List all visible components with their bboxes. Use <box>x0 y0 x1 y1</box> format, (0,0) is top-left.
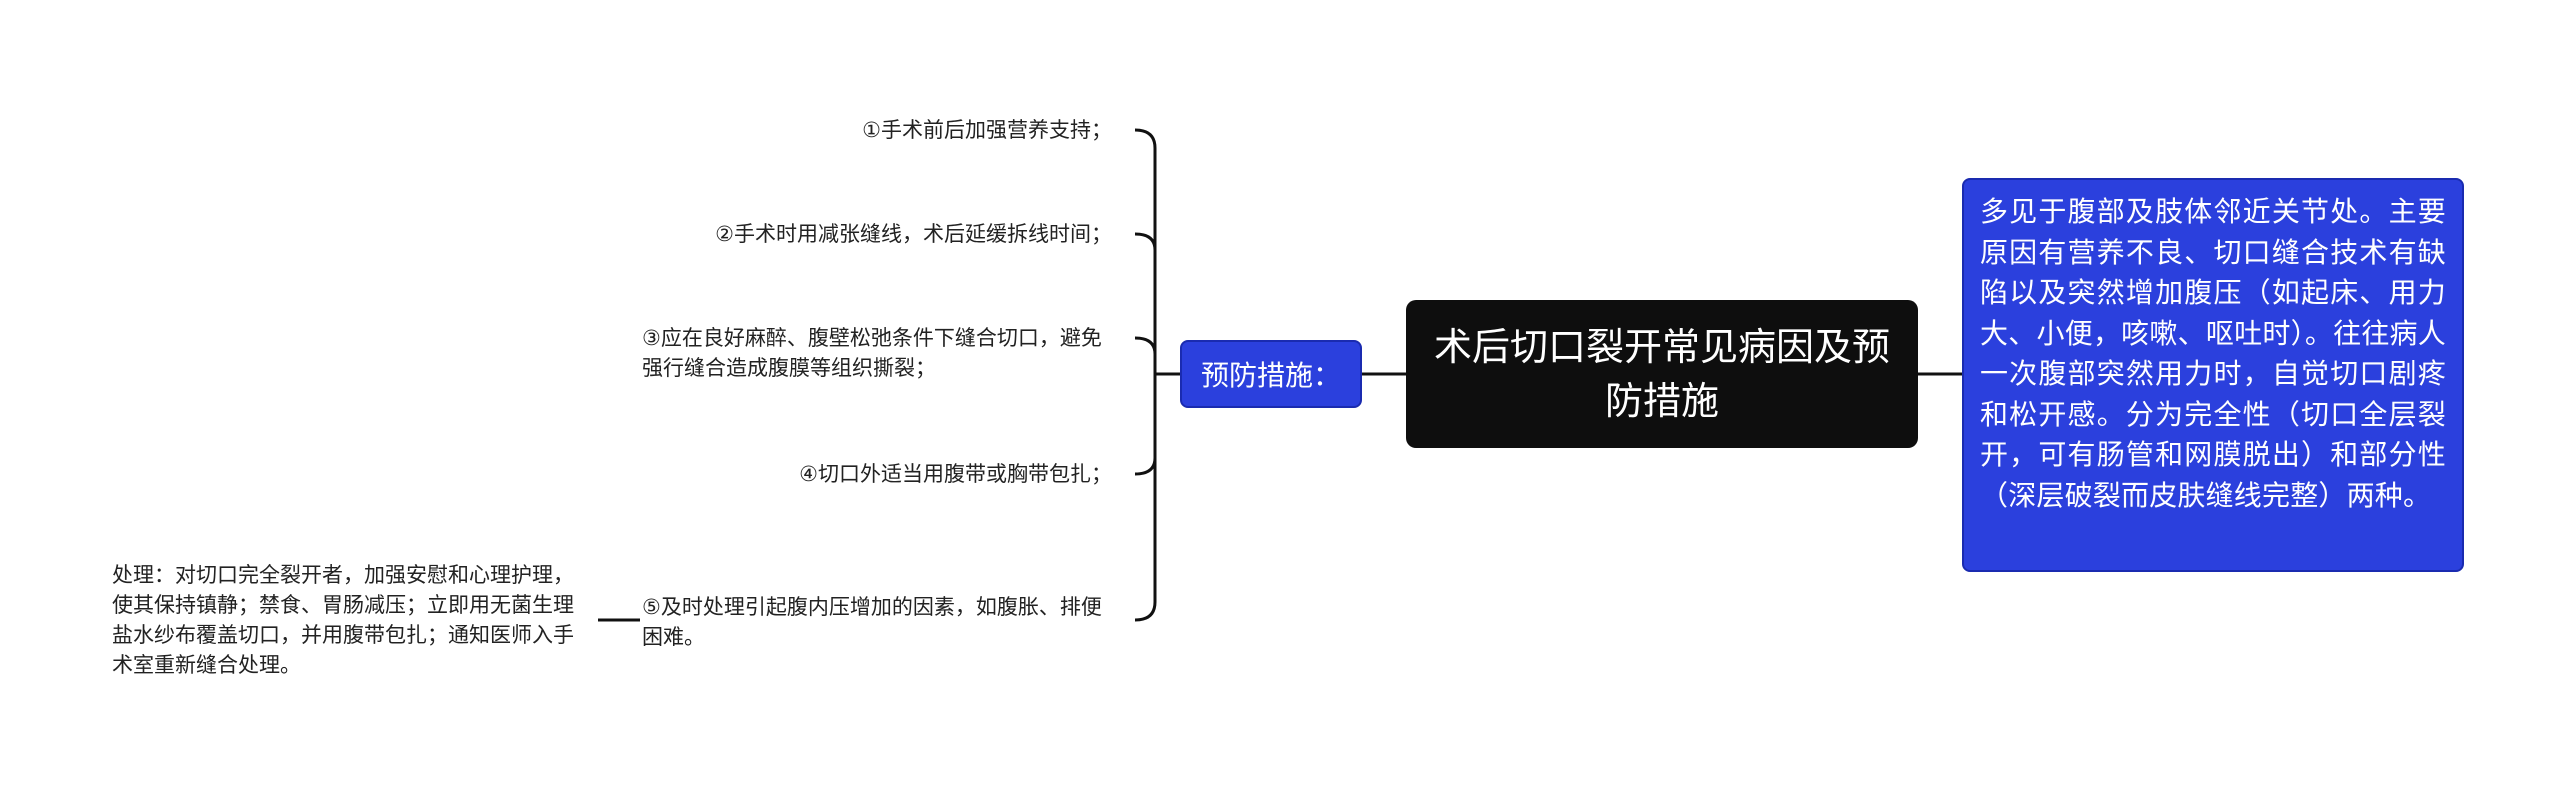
leaf-item-1-text: ①手术前后加强营养支持； <box>862 118 1112 142</box>
leaf-item-4[interactable]: ④切口外适当用腹带或胸带包扎； <box>592 459 1112 489</box>
sub-note-node[interactable]: 处理：对切口完全裂开者，加强安慰和心理护理，使其保持镇静；禁食、胃肠减压；立即用… <box>112 560 592 680</box>
bracket-tick-3 <box>1134 336 1157 355</box>
leaf-item-3-text: ③应在良好麻醉、腹壁松弛条件下缝合切口，避免强行缝合造成腹膜等组织撕裂； <box>642 326 1102 380</box>
bracket-tick-4 <box>1134 457 1157 476</box>
sub-note-text: 处理：对切口完全裂开者，加强安慰和心理护理，使其保持镇静；禁食、胃肠减压；立即用… <box>112 563 574 677</box>
leaf-item-4-text: ④切口外适当用腹带或胸带包扎； <box>799 462 1112 486</box>
description-text: 多见于腹部及肢体邻近关节处。主要原因有营养不良、切口缝合技术有缺陷以及突然增加腹… <box>1980 195 2446 512</box>
leaf-item-5[interactable]: ⑤及时处理引起腹内压增加的因素，如腹胀、排便困难。 <box>642 592 1112 652</box>
central-topic-node[interactable]: 术后切口裂开常见病因及预防措施 <box>1406 300 1918 448</box>
description-node[interactable]: 多见于腹部及肢体邻近关节处。主要原因有营养不良、切口缝合技术有缺陷以及突然增加腹… <box>1962 178 2464 572</box>
central-topic-label: 术后切口裂开常见病因及预防措施 <box>1433 325 1890 423</box>
leaf-item-2-text: ②手术时用减张缝线，术后延缓拆线时间； <box>715 222 1112 246</box>
leaf-item-3[interactable]: ③应在良好麻醉、腹壁松弛条件下缝合切口，避免强行缝合造成腹膜等组织撕裂； <box>642 323 1112 383</box>
leaf-item-1[interactable]: ①手术前后加强营养支持； <box>592 115 1112 145</box>
leaf-item-5-text: ⑤及时处理引起腹内压增加的因素，如腹胀、排便困难。 <box>642 595 1102 649</box>
leaf-item-2[interactable]: ②手术时用减张缝线，术后延缓拆线时间； <box>592 219 1112 249</box>
branch-node-prevention[interactable]: 预防措施： <box>1180 340 1362 408</box>
bracket-tick-2 <box>1134 232 1157 251</box>
bracket-connector <box>1134 128 1157 622</box>
branch-label: 预防措施： <box>1200 359 1341 392</box>
